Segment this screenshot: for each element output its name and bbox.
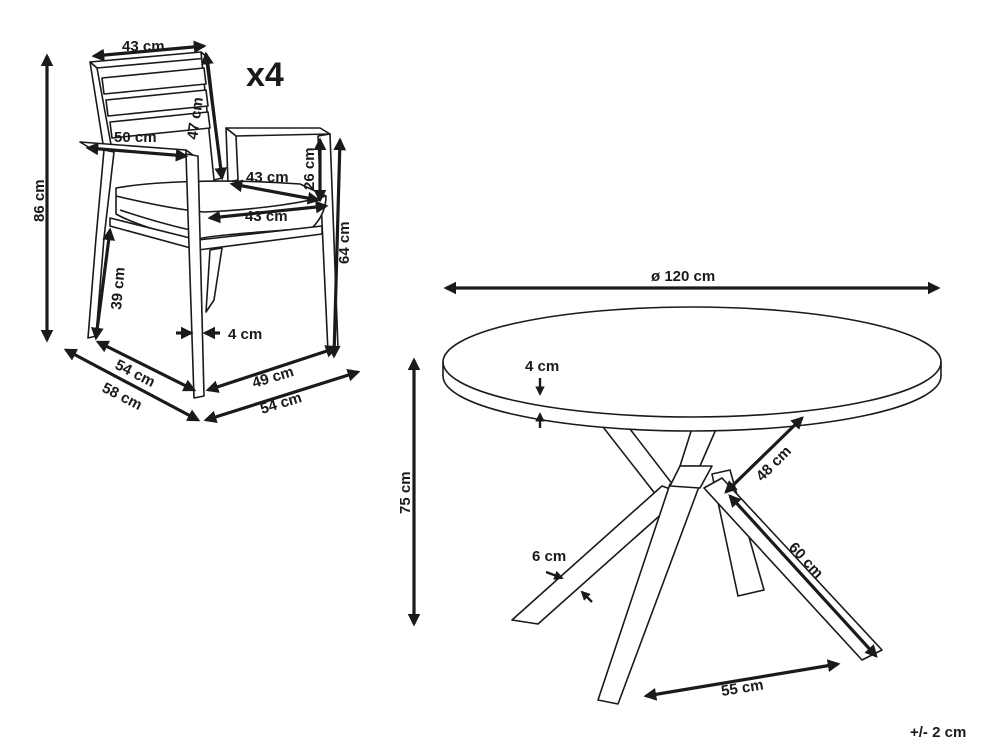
table-diameter-label: ø 120 cm [651,268,715,285]
chair-seat-height-label: 39 cm [108,266,129,310]
chair-back-width-label: 43 cm [122,38,165,55]
table-leg-thickness-label: 6 cm [532,548,566,565]
chair-backrest-height-label: 47 cm [184,96,207,140]
table-top-thickness-label: 4 cm [525,358,559,375]
chair-dimensions [40,40,361,424]
chair-armrest-above-seat-label: 26 cm [301,147,318,190]
quantity-label: x4 [246,56,284,94]
tolerance-label: +/- 2 cm [910,724,966,741]
table-leg-upper-label: 48 cm [753,443,795,485]
table-foot-span-label: 55 cm [720,677,765,700]
chair-drawing [79,51,339,399]
table-height-label: 75 cm [397,471,414,514]
chair-total-height-label: 86 cm [31,179,48,222]
chair-seat-width-front-label: 43 cm [245,208,288,225]
chair-armrest-length-label: 50 cm [114,129,157,146]
chair-frame-thickness-label: 4 cm [228,326,262,343]
chair-armrest-height-label: 64 cm [336,221,353,264]
table-dimensions [407,281,941,701]
chair-seat-width-rear-label: 43 cm [246,169,289,186]
chair-total-width-label: 54 cm [258,389,304,418]
